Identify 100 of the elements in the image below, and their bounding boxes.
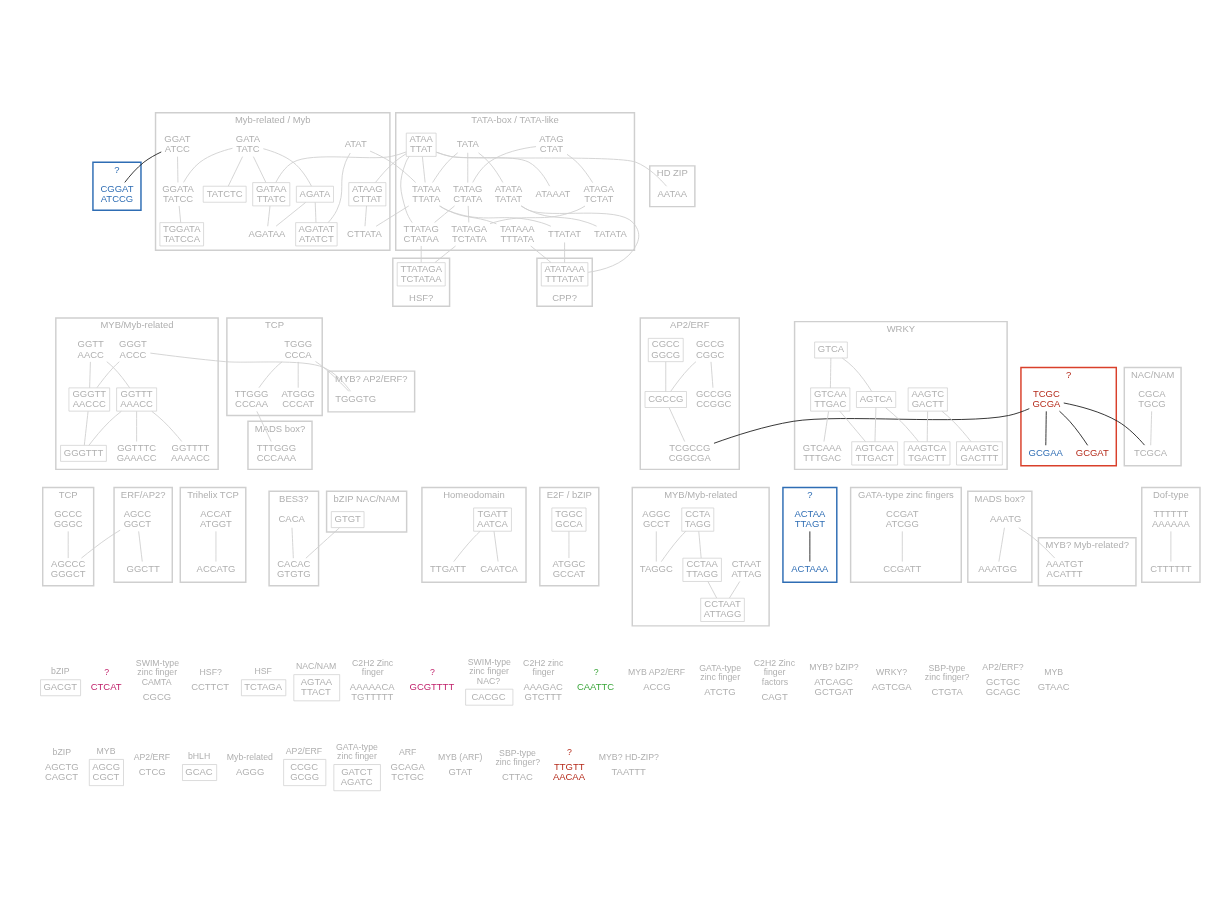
- node-text: CCGATT: [883, 562, 922, 574]
- node-text: TTGGG CCCAA: [234, 387, 269, 409]
- node-label: C2H2 Zinc finger: [352, 657, 394, 677]
- node-text: CACAC GTGTG: [277, 557, 311, 579]
- node-text: GTCAAA TTTGAC: [802, 441, 842, 463]
- node-box: GGGTTT: [60, 444, 107, 462]
- connector: [124, 151, 162, 183]
- node-text: GTAT: [448, 765, 473, 777]
- node-text: AAATGG: [978, 562, 1018, 574]
- node-text: TCGCCG CGGCGA: [668, 441, 711, 463]
- connector: [434, 205, 455, 223]
- node-label: bZIP: [52, 746, 71, 757]
- node-box: CCTA TAGG: [681, 507, 715, 532]
- node-text: ATCTG: [704, 685, 736, 697]
- connector: [327, 152, 351, 223]
- node-text: CACA: [278, 512, 305, 524]
- node-label: SBP-type zinc finger?: [924, 662, 970, 682]
- node-label: SBP-type zinc finger?: [495, 747, 541, 767]
- node-text: AAATG: [989, 512, 1022, 524]
- connector: [305, 526, 340, 559]
- node-text: GGAT ATCC: [164, 132, 191, 154]
- node-text: CGGAT ATCCG: [100, 182, 134, 204]
- node-box: GTCAA TTGAC: [810, 387, 851, 411]
- node-text: GGTTTT AAAACC: [171, 441, 210, 463]
- node-box: AAGTCA TGACTT: [903, 440, 951, 465]
- connector: [823, 410, 829, 442]
- node-text: TATATA: [594, 227, 627, 239]
- node-text: GGTTTC GAAACC: [116, 441, 157, 463]
- connector: [83, 410, 89, 446]
- node-box: ATAAG CTTAT: [348, 181, 387, 206]
- node-text: GCCGG CCGGC: [695, 387, 732, 409]
- connector: [885, 406, 919, 442]
- node-text: CCGAT ATCGG: [885, 507, 919, 529]
- node-box: AAGTC GACTT: [907, 387, 948, 411]
- node-text: ACCAT ATGGT: [200, 507, 232, 529]
- node-box: AGTCAA TTGACT: [851, 440, 898, 465]
- node-box: AGTCA: [856, 390, 897, 408]
- connector: [177, 155, 179, 183]
- node-text: ATGGC GCCAT: [552, 557, 586, 579]
- connector: [435, 151, 667, 187]
- node-label: ?: [104, 666, 110, 677]
- node-text: TGGG CCCA: [284, 337, 313, 360]
- connector: [729, 580, 741, 598]
- node-text: GCCG CGGC: [695, 337, 725, 360]
- node-text: ACCG: [643, 680, 671, 692]
- node-box: TGATT AATCA: [473, 507, 512, 532]
- node-label: SWIM-type zinc finger NAC?: [467, 656, 511, 686]
- connector: [1059, 410, 1089, 446]
- node-text: CGCA TGCG: [1138, 387, 1166, 409]
- node-text: CTGTA: [931, 685, 963, 697]
- node-text: TTTGGG CCCAAA: [256, 441, 297, 463]
- connector: [453, 530, 481, 562]
- node-text: TATAA TTATA: [412, 182, 441, 204]
- node-text: AGGG: [235, 765, 265, 777]
- connector: [660, 530, 687, 562]
- connector: [1150, 410, 1153, 446]
- connector: [267, 205, 271, 227]
- connector: [564, 241, 565, 263]
- node-text: CTTTTTT: [1150, 562, 1192, 574]
- node-box: TCTAGA: [241, 678, 287, 696]
- node-text: ATAG CTAT: [539, 132, 564, 154]
- connector: [998, 526, 1005, 562]
- connector: [713, 407, 1030, 444]
- connector: [438, 204, 552, 227]
- node-text: CTAAT ATTAG: [731, 557, 762, 579]
- connector: [375, 205, 410, 227]
- node-label: MYB: [96, 745, 116, 756]
- connector: [258, 360, 283, 388]
- node-label: bHLH: [187, 750, 211, 761]
- node-text: CGCG: [142, 690, 172, 702]
- connector: [874, 406, 877, 442]
- node-label: MYB AP2/ERF: [627, 666, 686, 677]
- node-text: ACCATG: [196, 562, 236, 574]
- node-text: GCCC GGGC: [53, 507, 83, 529]
- node-text: TATAAA TTTATA: [499, 222, 535, 244]
- node-text: TTGTT AACAA: [552, 760, 585, 782]
- node-text: AAAAACA TGTTTTT: [349, 680, 395, 702]
- connector: [467, 205, 470, 223]
- node-text: ATAAAT: [535, 187, 571, 199]
- node-text: GGATA TATCC: [162, 182, 194, 204]
- node-text: GGCTT: [126, 562, 160, 574]
- node-text: ACTAAA: [791, 562, 829, 574]
- node-box: GACGT: [40, 678, 81, 696]
- node-label: ARF: [399, 746, 417, 757]
- connector: [275, 150, 407, 183]
- node-box: GTGT: [330, 510, 365, 528]
- connector: [96, 360, 120, 388]
- node-box: CACGC: [465, 688, 514, 706]
- node-box: GATCT AGATC: [333, 763, 381, 791]
- node-text: CTCG: [138, 765, 166, 777]
- node-text: TTATAT: [548, 227, 582, 239]
- node-text: GCGAA: [1028, 446, 1063, 458]
- node-label: NAC/NAM: [296, 660, 337, 671]
- connector: [421, 155, 426, 183]
- connector: [520, 205, 640, 273]
- node-label: WRKY?: [876, 666, 908, 677]
- connector: [434, 245, 457, 263]
- node-text: GGGT ACCC: [119, 337, 147, 360]
- connector: [901, 530, 903, 562]
- node-text: ATAGA TCTAT: [583, 182, 615, 204]
